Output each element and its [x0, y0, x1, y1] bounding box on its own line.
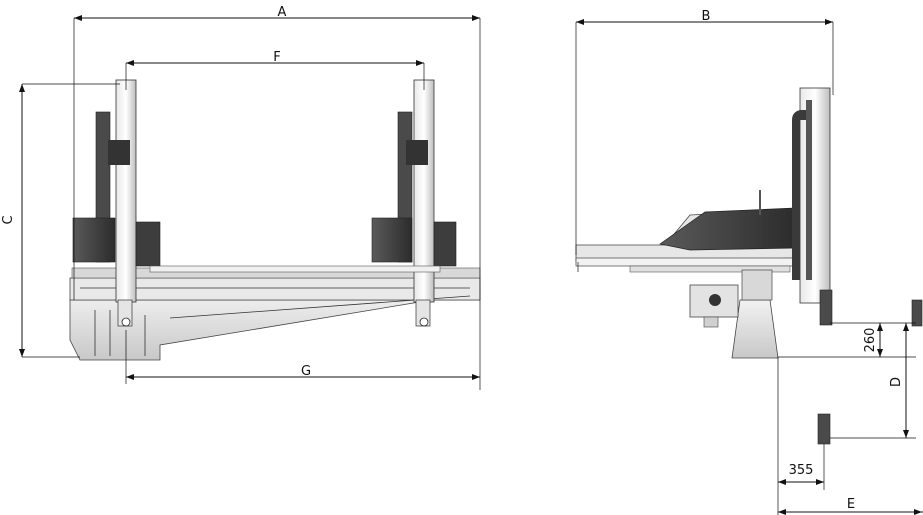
dimension-a: A [73, 5, 481, 390]
front-left-column [72, 79, 161, 327]
dimension-g: G [125, 330, 480, 384]
front-right-column [371, 79, 457, 327]
dimension-260: 260 [778, 322, 916, 358]
dimension-a-label: A [278, 5, 287, 20]
dimension-f-label: F [273, 50, 280, 65]
side-table [575, 190, 801, 273]
dimension-c: C [1, 83, 120, 358]
dimension-260-label: 260 [863, 328, 878, 353]
front-view [69, 79, 481, 361]
dimension-b-label: B [702, 9, 711, 24]
side-view [575, 87, 923, 445]
dimension-355-label: 355 [789, 463, 814, 478]
side-base [689, 269, 779, 359]
side-column [792, 87, 833, 326]
dimension-355: 355 [777, 357, 825, 515]
dimension-g-label: G [301, 364, 311, 379]
dimension-e: E [778, 497, 923, 515]
side-part-upper [911, 299, 923, 327]
dimension-c-label: C [1, 215, 16, 224]
dimension-b: B [575, 9, 834, 255]
dimension-e-label: E [847, 497, 855, 512]
dimension-f: F [125, 50, 425, 90]
side-part-lower [817, 413, 831, 445]
front-rail [149, 265, 441, 273]
dimension-d-label: D [889, 377, 904, 387]
dimension-d: D [830, 323, 916, 439]
